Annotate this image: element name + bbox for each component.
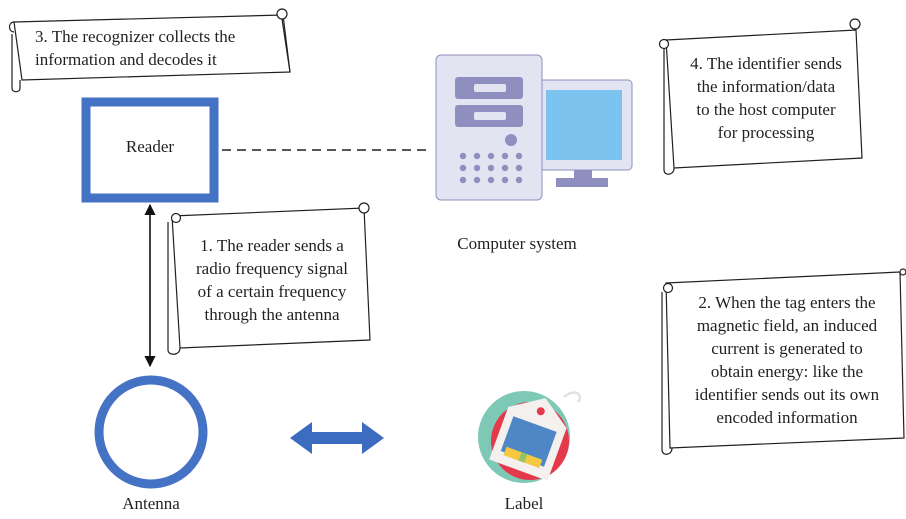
scroll-4-text: 4. The identifier sends the information/… [673, 52, 859, 144]
scroll-1-line: of a certain frequency [197, 282, 347, 301]
tag-icon [478, 391, 581, 483]
scroll-3-line: 3. The recognizer collects the [35, 27, 236, 46]
antenna-tag-double-arrow [290, 422, 384, 454]
antenna-icon [94, 375, 208, 489]
scroll-4-line: the information/data [696, 77, 836, 96]
scroll-2-line: encoded information [716, 408, 858, 427]
scroll-1-text: 1. The reader sends a radio frequency si… [177, 234, 367, 326]
scroll-4-line: to the host computer [696, 100, 836, 119]
scroll-2-line: identifier sends out its own [694, 385, 880, 404]
computer-system-icon [435, 54, 633, 201]
scroll-4-line: 4. The identifier sends [690, 54, 842, 73]
scroll-2-line: 2. When the tag enters the [698, 293, 876, 312]
tag-caption: Label [504, 494, 544, 513]
computer-system-caption: Computer system [457, 234, 577, 253]
antenna-caption: Antenna [122, 494, 180, 513]
scroll-3-text: 3. The recognizer collects the informati… [35, 25, 285, 71]
scroll-4-line: for processing [717, 123, 815, 142]
scroll-shape-3 [8, 8, 291, 93]
scroll-2-line: current is generated to [711, 339, 863, 358]
scroll-shape-4 [658, 18, 863, 175]
scroll-shape-1 [167, 202, 371, 355]
scroll-2-text: 2. When the tag enters the magnetic fiel… [672, 291, 902, 429]
scroll-2-line: magnetic field, an induced [696, 316, 878, 335]
scroll-3-line: information and decodes it [35, 50, 217, 69]
scroll-1-line: through the antenna [204, 305, 340, 324]
reader-box [81, 97, 219, 203]
scroll-1-line: 1. The reader sends a [200, 236, 344, 255]
scroll-1-line: radio frequency signal [196, 259, 348, 278]
scroll-shape-2 [661, 268, 906, 455]
reader-label: Reader [125, 137, 175, 156]
scroll-2-line: obtain energy: like the [710, 362, 864, 381]
